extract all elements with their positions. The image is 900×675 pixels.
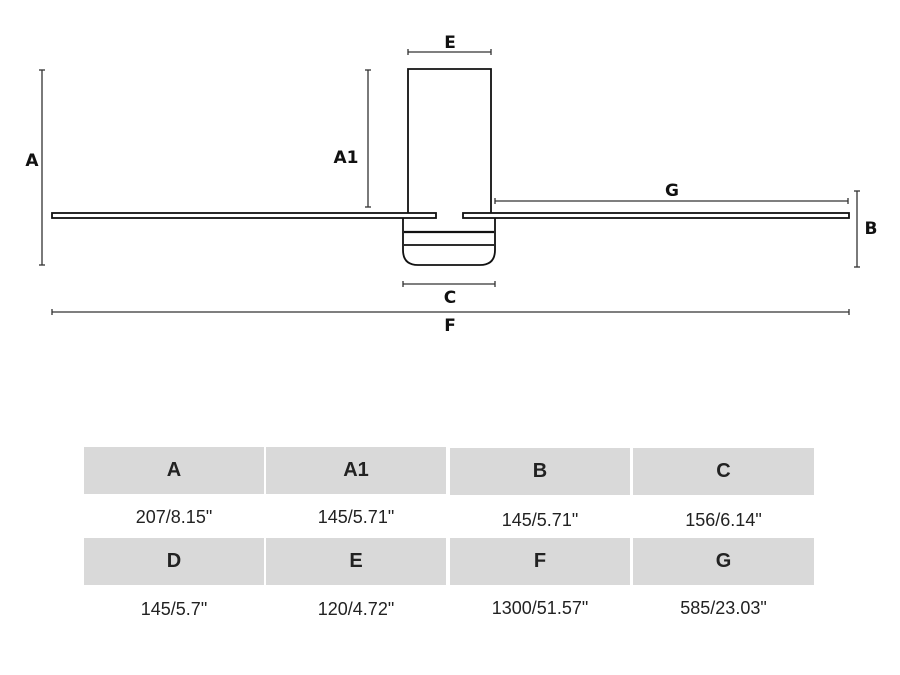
value-cell: 156/6.14" (685, 509, 762, 530)
value-cell: 120/4.72" (317, 598, 395, 619)
header-cell: A (84, 447, 264, 494)
dimension-line-a (39, 69, 45, 266)
header-cell: G (633, 538, 814, 585)
value-cell: 207/8.15" (135, 506, 213, 527)
dimension-line-f (51, 309, 850, 315)
blade-left (51, 212, 437, 219)
header-cell: E (266, 538, 446, 585)
dimension-line-b (854, 190, 860, 268)
label-g: G (665, 181, 679, 201)
label-c: C (444, 288, 456, 308)
value-cell: 1300/51.57" (491, 597, 589, 618)
header-cell: A1 (266, 447, 446, 494)
dimension-line-g (494, 198, 849, 204)
label-a: A (25, 151, 39, 171)
label-f: F (444, 316, 456, 336)
dimension-line-c (402, 281, 496, 287)
dimension-line-e (407, 49, 492, 55)
value-cell: 145/5.7" (140, 598, 208, 619)
value-cell: 585/23.03" (680, 597, 767, 618)
header-cell: B (450, 448, 630, 495)
fan-dimension-diagram: A A1 E G B C F (25, 33, 878, 336)
label-e: E (444, 33, 456, 53)
motor-body (407, 68, 492, 213)
label-a1: A1 (334, 148, 359, 168)
label-b: B (865, 219, 878, 239)
header-cell: D (84, 538, 264, 585)
blade-right (462, 212, 850, 219)
header-cell: F (450, 538, 630, 585)
dimension-line-a1 (365, 69, 371, 208)
lower-housing (402, 218, 496, 266)
value-cell: 145/5.71" (501, 509, 579, 530)
value-cell: 145/5.71" (317, 506, 395, 527)
header-cell: C (633, 448, 814, 495)
